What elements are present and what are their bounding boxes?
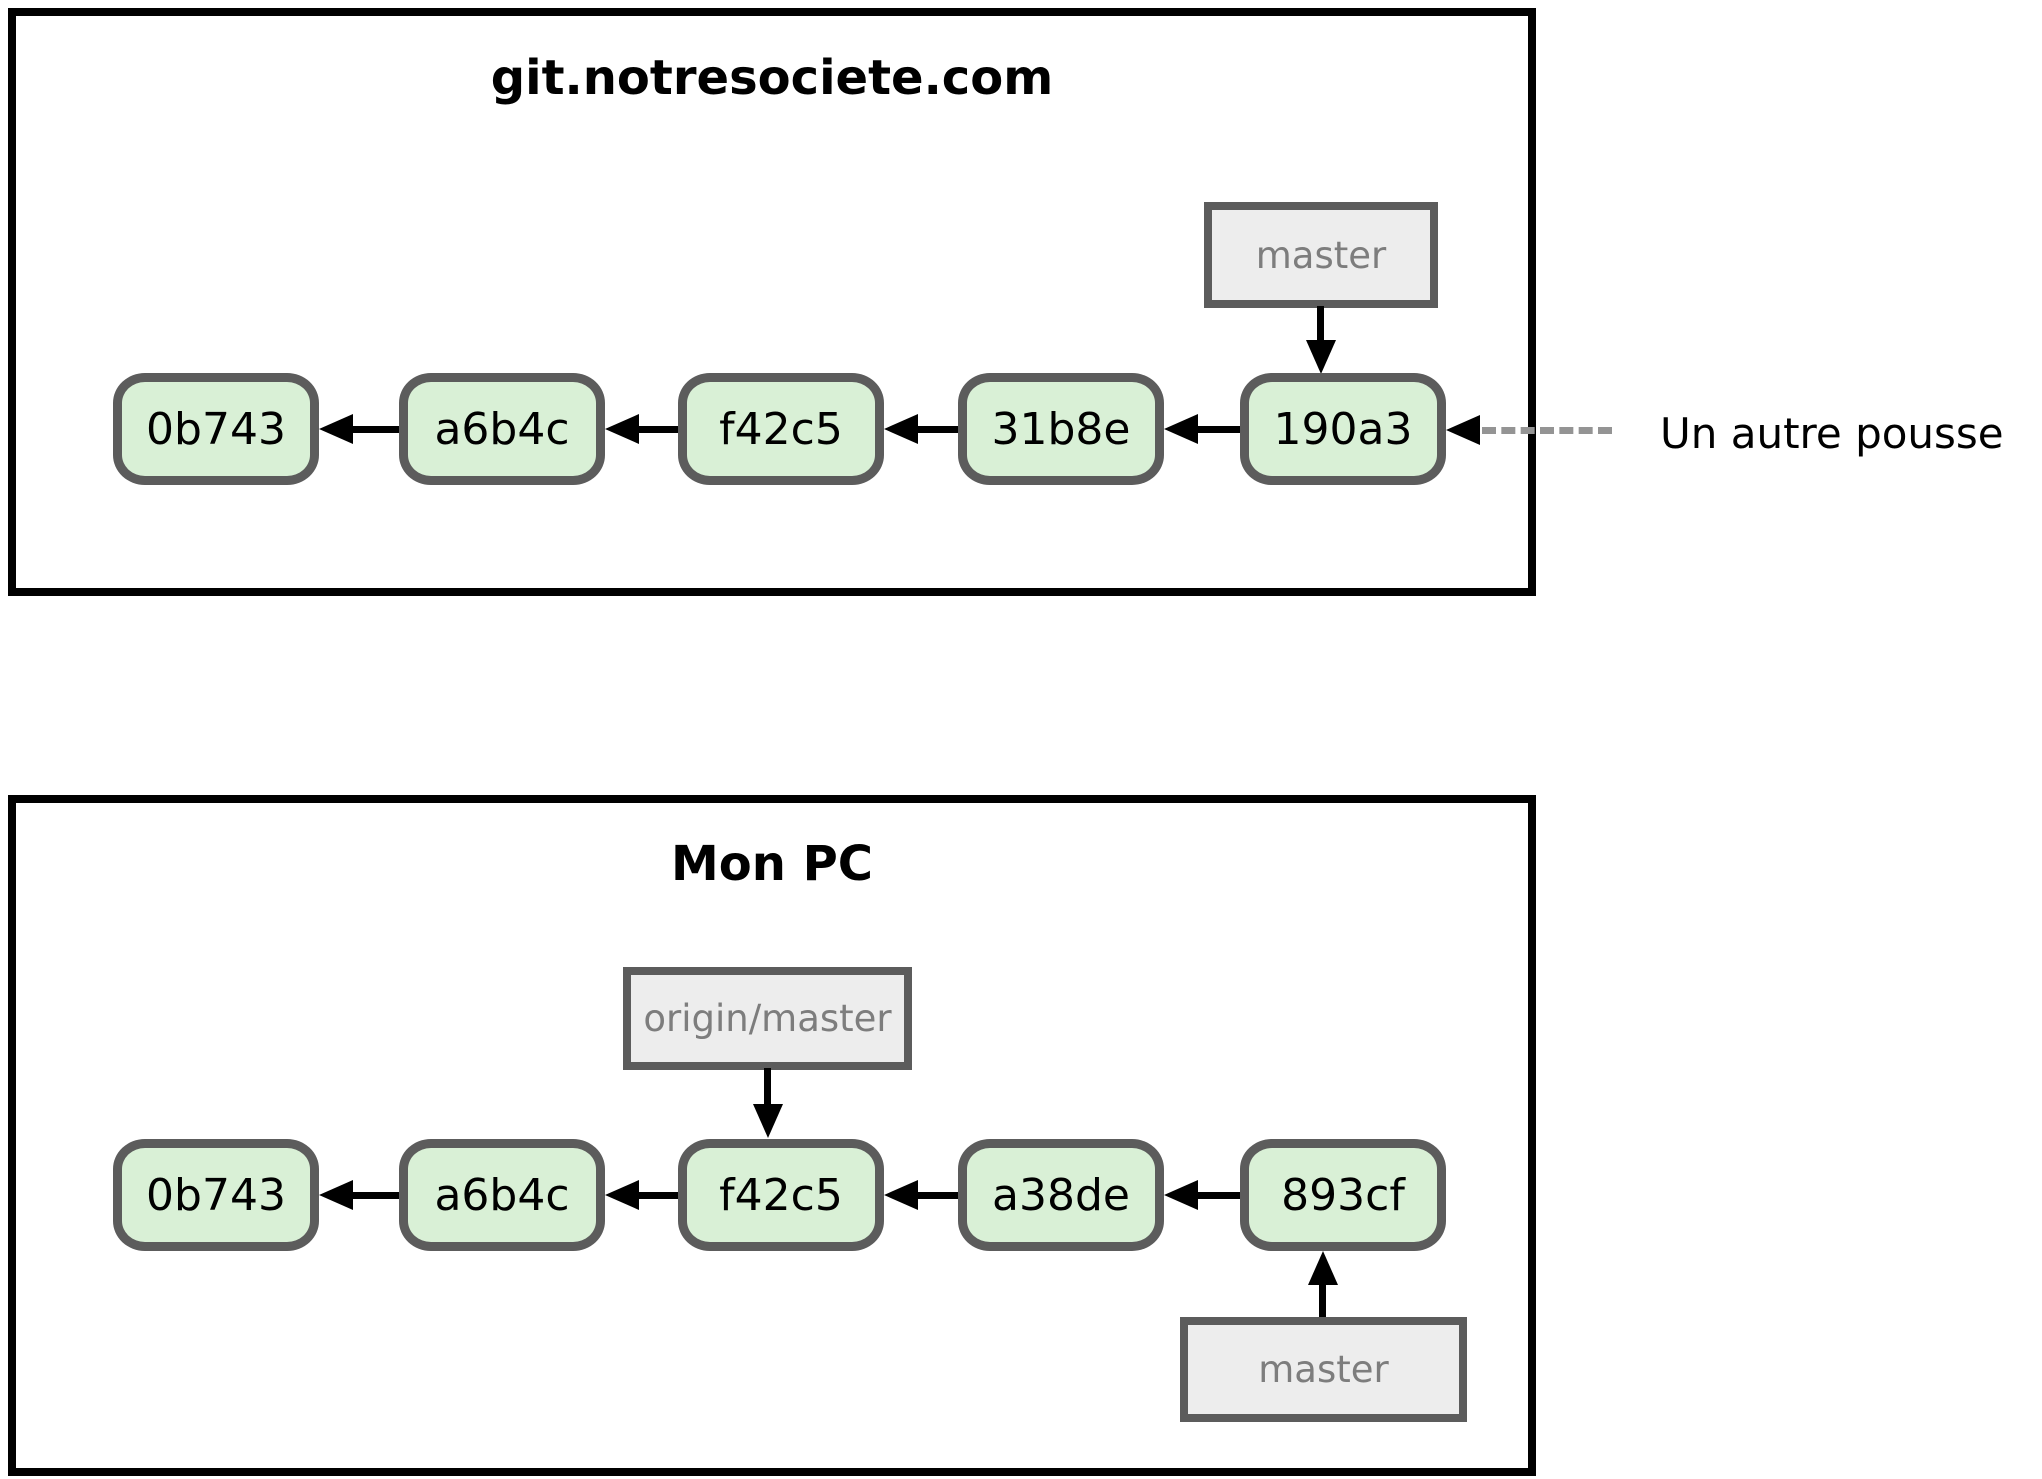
commit-parent-line — [637, 1192, 678, 1199]
commit-hash: f42c5 — [719, 1169, 843, 1221]
commit-node: 0b743 — [113, 373, 319, 485]
commit-hash: 893cf — [1281, 1169, 1405, 1221]
commit-node: a38de — [958, 1139, 1164, 1251]
push-annotation: Un autre pousse — [1660, 409, 2004, 458]
commit-hash: 0b743 — [146, 1169, 286, 1221]
commit-hash: 31b8e — [991, 403, 1131, 455]
local-master-pointer-line — [1319, 1281, 1326, 1319]
origin-master-pointer-line — [764, 1068, 771, 1108]
commit-hash: f42c5 — [719, 403, 843, 455]
arrow-left-icon — [319, 414, 353, 444]
local-master-ref-label: master — [1258, 1348, 1389, 1391]
arrow-left-icon — [884, 1180, 918, 1210]
arrow-left-icon — [605, 414, 639, 444]
origin-master-ref-box: origin/master — [623, 967, 912, 1070]
commit-hash: 190a3 — [1273, 403, 1413, 455]
push-dashed-line — [1482, 427, 1612, 434]
commit-node: 0b743 — [113, 1139, 319, 1251]
arrow-left-icon — [884, 414, 918, 444]
remote-master-pointer-line — [1317, 306, 1324, 344]
commit-node: a6b4c — [399, 1139, 605, 1251]
arrow-left-icon — [605, 1180, 639, 1210]
arrow-down-icon — [753, 1104, 783, 1138]
commit-parent-line — [1196, 426, 1240, 433]
commit-hash: a6b4c — [434, 1169, 570, 1221]
remote-master-ref-label: master — [1255, 233, 1387, 277]
arrow-left-icon — [319, 1180, 353, 1210]
commit-parent-line — [351, 426, 399, 433]
arrow-left-icon — [1164, 414, 1198, 444]
arrow-left-icon — [1164, 1180, 1198, 1210]
local-repo-title: Mon PC — [670, 836, 874, 892]
commit-hash: a6b4c — [434, 403, 570, 455]
commit-node: 893cf — [1240, 1139, 1446, 1251]
remote-master-ref-box: master — [1204, 202, 1438, 308]
commit-hash: a38de — [992, 1169, 1130, 1221]
commit-parent-line — [351, 1192, 399, 1199]
commit-parent-line — [916, 426, 958, 433]
origin-master-ref-label: origin/master — [643, 997, 892, 1040]
arrow-left-icon — [1446, 415, 1480, 445]
commit-node: a6b4c — [399, 373, 605, 485]
commit-node: 190a3 — [1240, 373, 1446, 485]
local-master-ref-box: master — [1180, 1317, 1467, 1422]
arrow-up-icon — [1308, 1251, 1338, 1285]
commit-parent-line — [637, 426, 678, 433]
commit-parent-line — [1196, 1192, 1240, 1199]
commit-node: 31b8e — [958, 373, 1164, 485]
arrow-down-icon — [1306, 340, 1336, 374]
remote-repo-title: git.notresociete.com — [490, 50, 1054, 106]
commit-hash: 0b743 — [146, 403, 286, 455]
commit-parent-line — [916, 1192, 958, 1199]
commit-node: f42c5 — [678, 1139, 884, 1251]
commit-node: f42c5 — [678, 373, 884, 485]
